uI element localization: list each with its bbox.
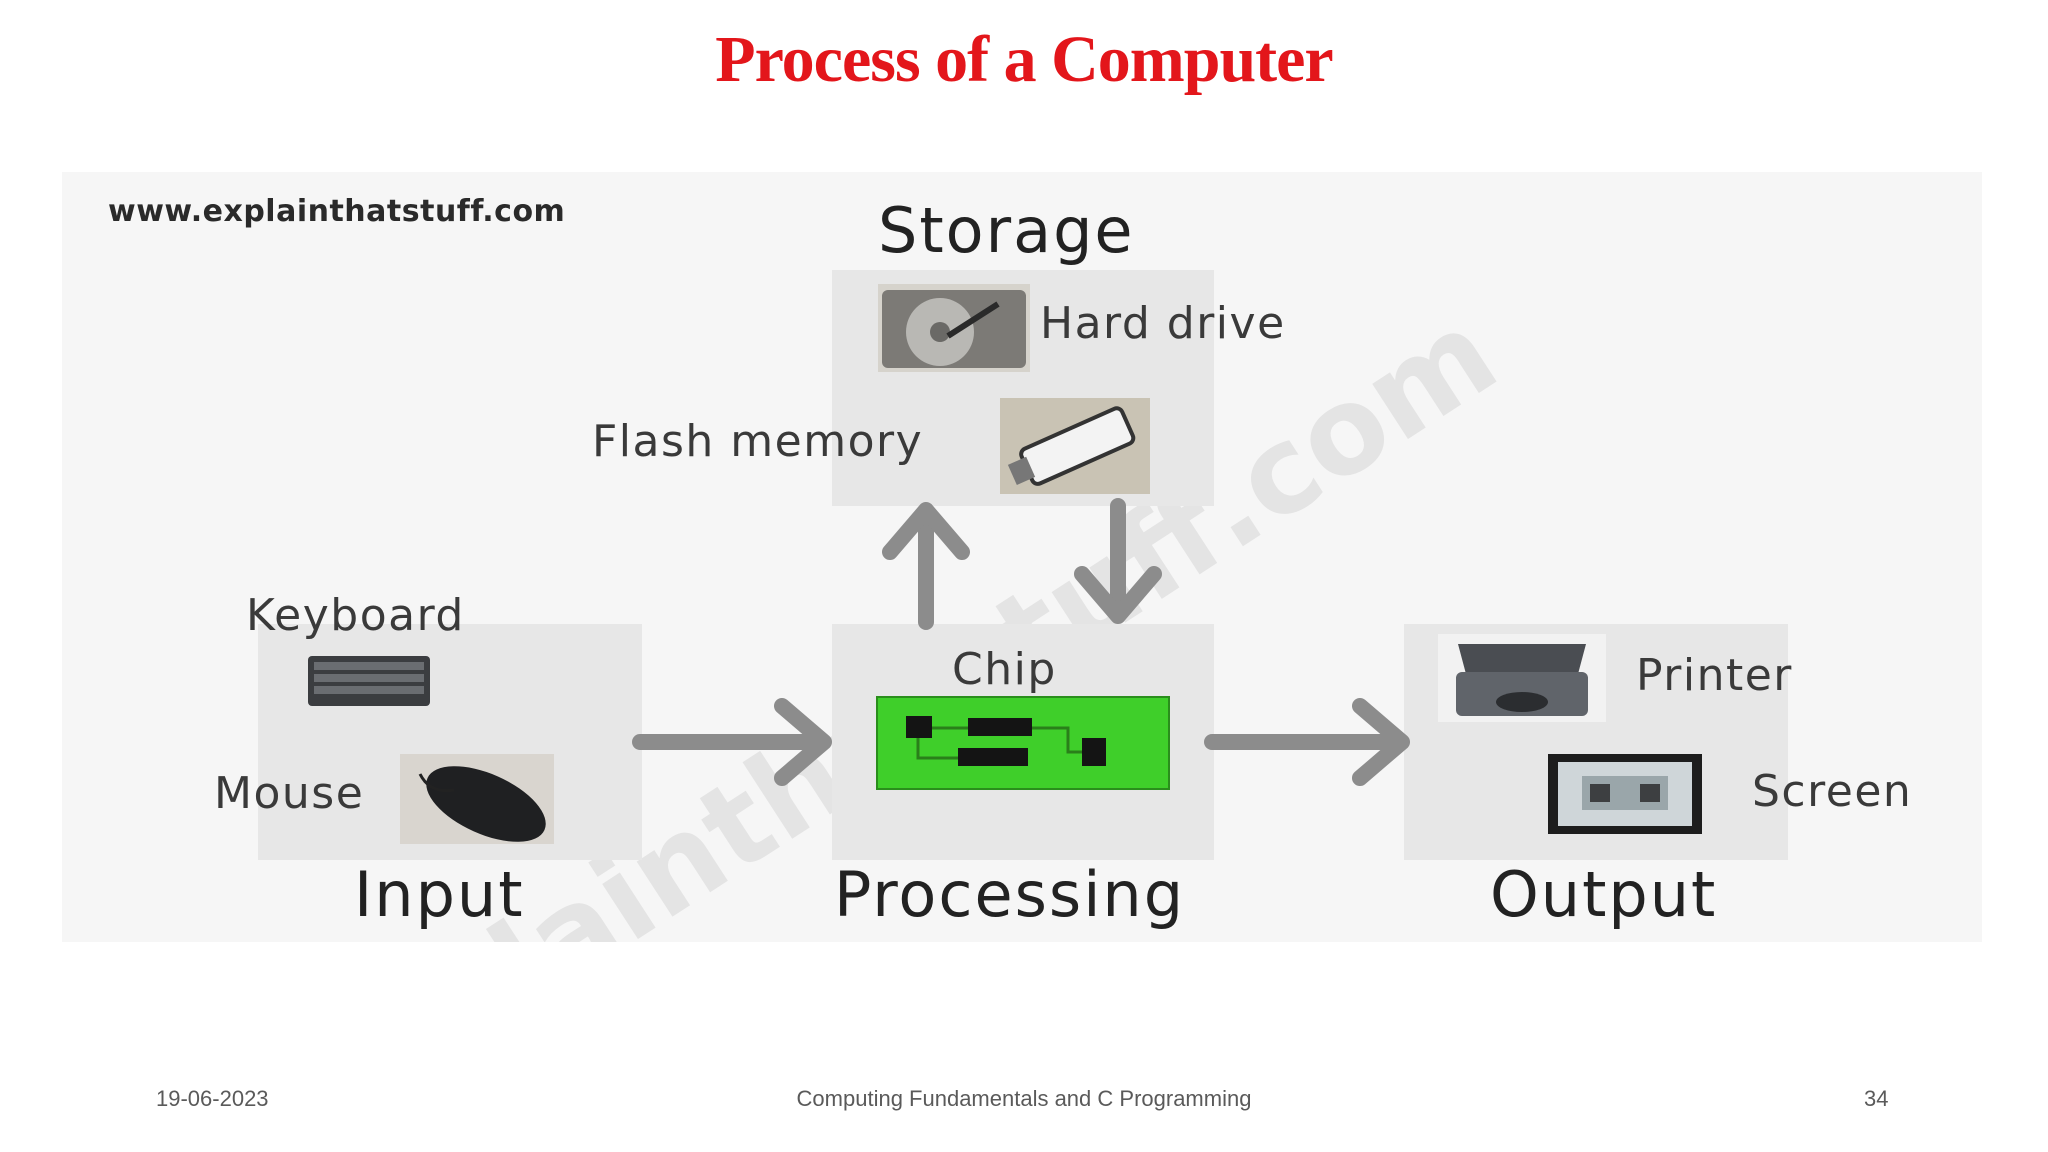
- arrow-input-to-processing: [632, 698, 832, 786]
- device-label-printer: Printer: [1636, 650, 1793, 701]
- footer-date: 19-06-2023: [156, 1086, 269, 1111]
- arrow-processing-to-storage: [882, 502, 970, 630]
- device-label-chip: Chip: [952, 644, 1057, 695]
- stage-label-output: Output: [1490, 858, 1718, 931]
- stage-label-processing: Processing: [834, 858, 1186, 931]
- keyboard-image: [306, 650, 432, 712]
- stage-label-input: Input: [354, 858, 525, 931]
- device-label-keyboard: Keyboard: [246, 590, 465, 641]
- device-label-flash-memory: Flash memory: [592, 416, 924, 467]
- arrows-layer: [632, 498, 1410, 786]
- device-label-screen: Screen: [1752, 766, 1913, 817]
- device-label-hard-drive: Hard drive: [1040, 298, 1286, 349]
- arrow-storage-to-processing: [1074, 498, 1162, 624]
- footer-page-number: 34: [1864, 1086, 1889, 1111]
- stage-label-storage: Storage: [878, 194, 1135, 267]
- device-label-mouse: Mouse: [214, 768, 365, 819]
- footer-course: Computing Fundamentals and C Programming: [796, 1086, 1252, 1111]
- screen-image: [1548, 754, 1702, 834]
- arrow-processing-to-output: [1204, 698, 1410, 786]
- hard-drive-image: [878, 284, 1030, 372]
- computer-process-diagram: www.explainthatstuff.com explainthatstuf…: [62, 172, 1982, 942]
- mouse-image: [400, 754, 554, 844]
- printer-image: [1438, 634, 1606, 722]
- flash-memory-image: [1000, 398, 1150, 494]
- chip-board-image: [876, 696, 1170, 790]
- source-watermark: www.explainthatstuff.com: [108, 194, 566, 229]
- slide-title: Process of a Computer: [715, 23, 1333, 96]
